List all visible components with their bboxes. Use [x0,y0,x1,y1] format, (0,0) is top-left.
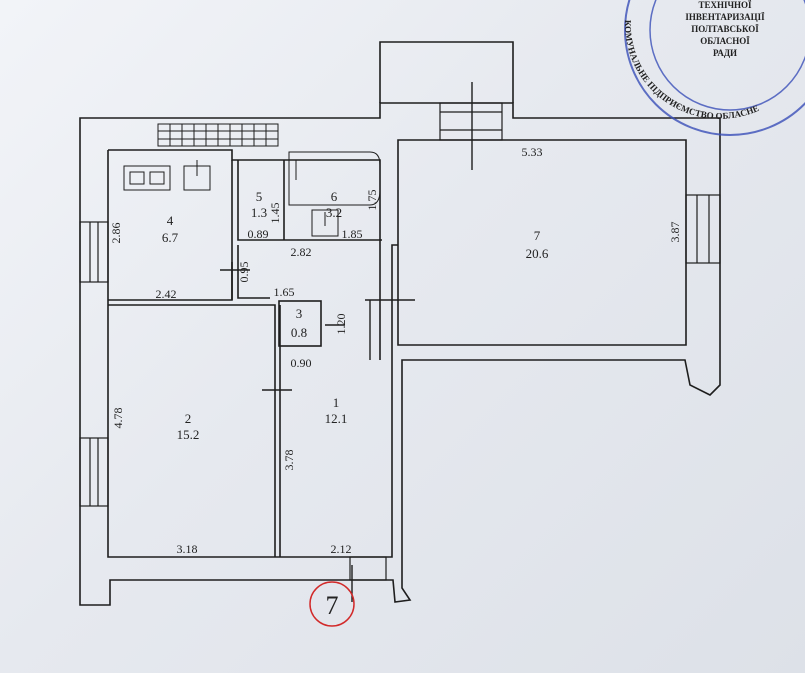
svg-text:ОБЛАСНОЇ: ОБЛАСНОЇ [700,36,750,46]
dim-3-78: 3.78 [282,450,296,471]
dim-0-95: 0.95 [237,262,251,283]
room-2-number: 2 [185,411,192,426]
room-6-area: 3.2 [326,205,342,220]
sink-icon [311,209,339,237]
circled-number: 7 [326,591,339,620]
circled-annotation: 7 [309,581,355,627]
radiator-grille [157,123,279,147]
dim-5-33: 5.33 [522,145,543,159]
dim-2-82: 2.82 [291,245,312,259]
room-5-area: 1.3 [251,205,267,220]
svg-text:ТЕХНІЧНОЇ: ТЕХНІЧНОЇ [698,0,752,10]
walls [79,41,721,606]
dim-1-45: 1.45 [268,203,282,224]
dim-1-85: 1.85 [342,227,363,241]
room-2-area: 15.2 [177,427,200,442]
dim-3-87: 3.87 [668,222,682,243]
dimension-labels: 5.33 3.87 2.86 1.45 1.75 0.89 1.85 2.82 … [109,145,682,556]
room-7-number: 7 [534,228,541,243]
room-4-number: 4 [167,213,174,228]
svg-text:ПОЛТАВСЬКОЇ: ПОЛТАВСЬКОЇ [691,24,759,34]
dim-1-20: 1.20 [334,314,348,335]
svg-text:РАДИ: РАДИ [713,48,737,58]
dim-2-42: 2.42 [156,287,177,301]
dim-2-12: 2.12 [331,542,352,556]
room-7-area: 20.6 [526,246,549,261]
fixtures [123,151,381,237]
dim-1-65: 1.65 [274,285,295,299]
doors [220,82,473,602]
dim-2-86: 2.86 [109,223,123,244]
room-3-number: 3 [296,306,303,321]
bathtub-icon [288,151,381,206]
dim-1-75: 1.75 [365,190,379,211]
room-4-area: 6.7 [162,230,179,245]
dim-4-78: 4.78 [111,408,125,429]
room-1-number: 1 [333,395,340,410]
room-3-area: 0.8 [291,325,307,340]
svg-text:ІНВЕНТАРИЗАЦІЇ: ІНВЕНТАРИЗАЦІЇ [685,12,765,22]
dim-3-18: 3.18 [177,542,198,556]
room-5-number: 5 [256,189,263,204]
room-6-number: 6 [331,189,338,204]
dim-0-89: 0.89 [248,227,269,241]
windows [79,102,721,581]
dim-0-90: 0.90 [291,356,312,370]
stove-icon [123,165,171,191]
official-stamp: КОМУНАЛЬНЕ ПІДПРИЄМСТВО ОБЛАСНЕ БЮРО ІД.… [0,0,805,136]
room-labels: 1 12.1 2 15.2 3 0.8 4 6.7 5 1.3 6 3.2 7 … [162,189,549,442]
room-1-area: 12.1 [325,411,348,426]
